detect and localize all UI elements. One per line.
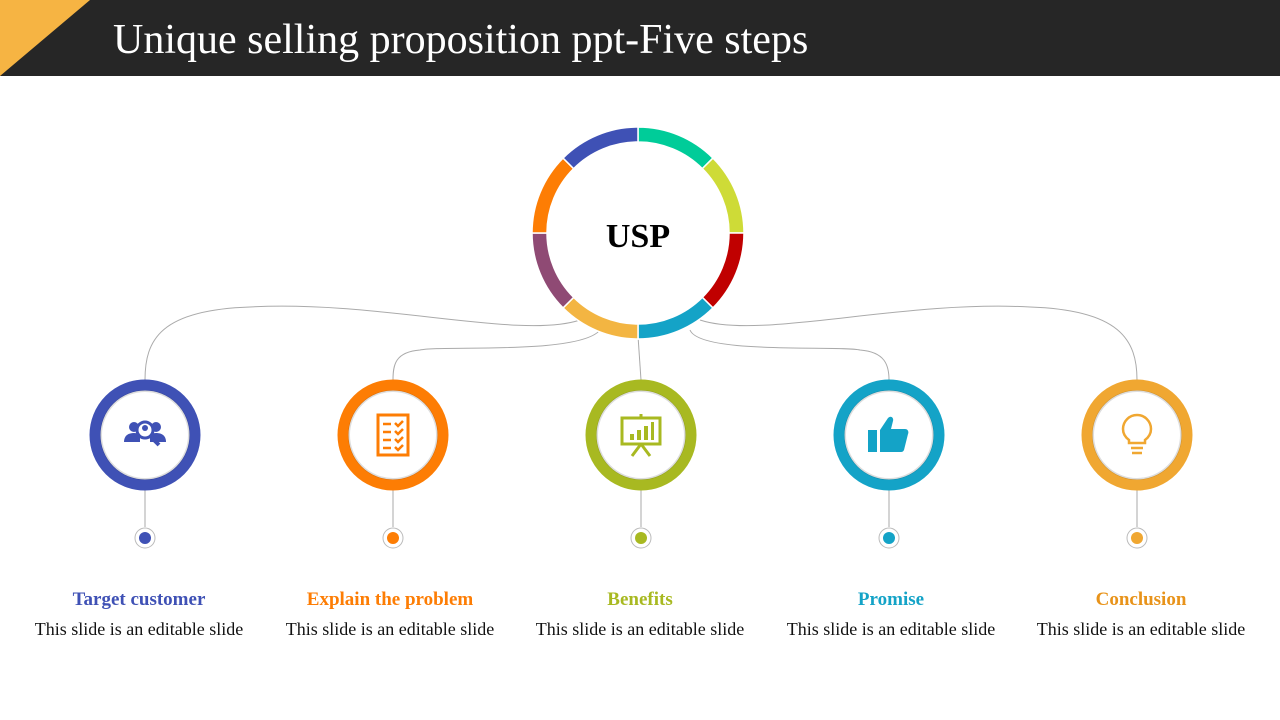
- step-description: This slide is an editable slide: [786, 619, 996, 639]
- step-title: Target customer: [72, 589, 206, 610]
- step-title: Conclusion: [1095, 589, 1187, 610]
- step-description: This slide is an editable slide: [535, 619, 745, 639]
- thumbs-up-icon: [868, 416, 909, 452]
- header-bar: [0, 0, 1280, 76]
- usp-ring: [531, 126, 745, 340]
- step-inner-circle: [348, 390, 438, 480]
- header-accent-triangle: [0, 0, 90, 76]
- presentation-chart-icon: [620, 414, 662, 457]
- step-title: Explain the problem: [306, 589, 474, 610]
- step-ring: [89, 379, 201, 491]
- step-ring: [833, 379, 945, 491]
- step-description: This slide is an editable slide: [34, 619, 244, 639]
- step-ring: [337, 379, 449, 491]
- step-ring: [585, 379, 697, 491]
- connectors: [144, 305, 1138, 381]
- customer-search-icon: [124, 420, 166, 447]
- step-title: Benefits: [607, 589, 673, 610]
- step-ring: [1081, 379, 1193, 491]
- usp-center-circle: [547, 142, 729, 324]
- lightbulb-icon: [1121, 413, 1153, 455]
- slide-title: Unique selling proposition ppt-Five step…: [113, 17, 809, 63]
- step-inner-circle: [1092, 390, 1182, 480]
- checklist-icon: [376, 413, 410, 457]
- step-description: This slide is an editable slide: [285, 619, 495, 639]
- step-dot: [1131, 532, 1143, 544]
- step-description: This slide is an editable slide: [1036, 619, 1246, 639]
- step-dot: [387, 532, 399, 544]
- step-dot: [883, 532, 895, 544]
- step-dot: [139, 532, 151, 544]
- usp-label: USP: [605, 218, 671, 255]
- step-dot: [635, 532, 647, 544]
- step-title: Promise: [857, 589, 925, 610]
